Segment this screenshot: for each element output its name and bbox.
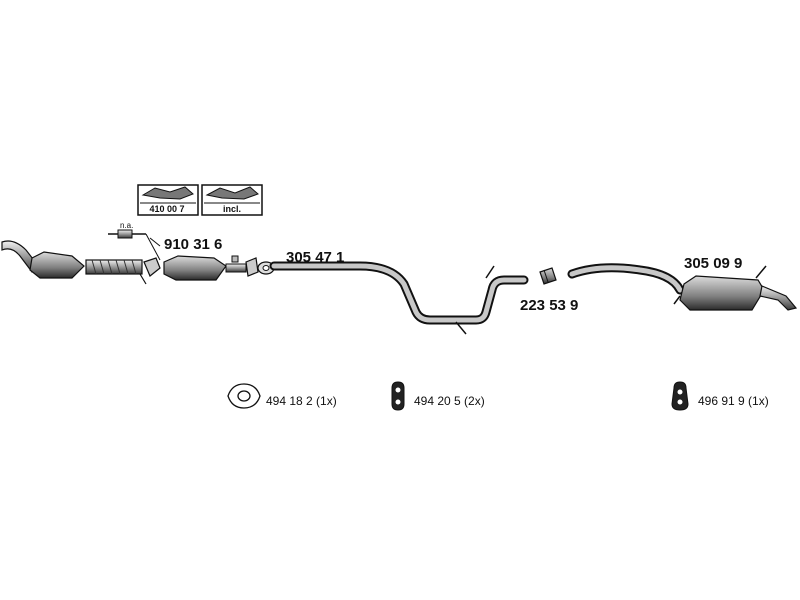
connector-label: 223 53 9 — [520, 297, 578, 314]
rear-silencer-assembly[interactable] — [567, 263, 798, 311]
lambda-sensor[interactable]: n.a. — [108, 221, 161, 261]
rubber-hanger-icon — [391, 381, 405, 411]
accessory-2-code: 494 20 5 (2x) — [414, 394, 485, 408]
rubber-ring-icon — [671, 381, 689, 411]
kit-box-410007[interactable]: 410 00 7 — [137, 184, 199, 216]
accessory-rubber-hanger[interactable]: 494 20 5 (2x) — [391, 381, 485, 411]
accessory-rubber-ring[interactable]: 496 91 9 (1x) — [671, 381, 769, 411]
connector-clamp[interactable] — [539, 267, 557, 285]
kit-box-1-label: 410 00 7 — [149, 204, 184, 214]
middle-pipe[interactable] — [269, 261, 529, 335]
kit-box-2-label: incl. — [223, 204, 241, 214]
accessory-1-code: 494 18 2 (1x) — [266, 394, 337, 408]
kit-box-incl[interactable]: incl. — [201, 184, 263, 216]
na-note: n.a. — [120, 221, 133, 230]
middle-pipe-label: 305 47 1 — [286, 249, 344, 266]
front-pipe-assembly[interactable] — [1, 240, 259, 285]
front-pipe-label: 910 31 6 — [164, 236, 222, 253]
accessory-3-code: 496 91 9 (1x) — [698, 394, 769, 408]
gasket-icon — [227, 383, 261, 409]
rear-silencer-label: 305 09 9 — [684, 255, 742, 272]
accessory-gasket[interactable]: 494 18 2 (1x) — [227, 383, 337, 409]
